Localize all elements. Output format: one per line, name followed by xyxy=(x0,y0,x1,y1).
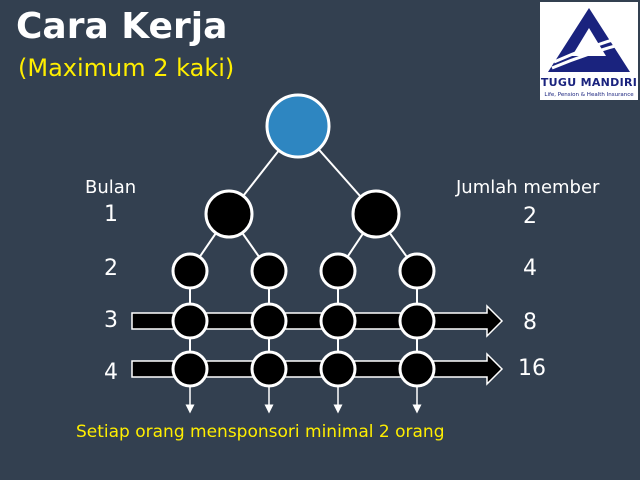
tree-connectors xyxy=(189,125,418,369)
level4-node xyxy=(398,350,436,388)
slide-title: Cara Kerja xyxy=(16,6,228,47)
level4-node xyxy=(319,350,357,388)
member-count: 16 xyxy=(518,356,546,381)
member-count: 8 xyxy=(523,310,537,335)
level1-node xyxy=(204,189,254,239)
footer-note: Setiap orang mensponsori minimal 2 orang xyxy=(76,422,445,442)
month-label: 2 xyxy=(104,256,118,281)
level1-node xyxy=(351,189,401,239)
logo-tagline: Life, Pension & Health Insurance xyxy=(544,92,634,98)
level2-node xyxy=(250,252,288,290)
month-label: 4 xyxy=(104,360,118,385)
logo-name: TUGU MANDIRI xyxy=(540,76,638,89)
tugu-mandiri-logo: TUGU MANDIRI Life, Pension & Health Insu… xyxy=(540,2,638,100)
level2-node xyxy=(319,252,357,290)
level2-node xyxy=(398,252,436,290)
downward-arrows xyxy=(185,386,422,414)
logo-mountain-icon xyxy=(548,8,631,72)
level3-node xyxy=(171,302,209,340)
month-column-header: Bulan xyxy=(85,177,137,198)
root-node xyxy=(265,93,331,159)
level4-node xyxy=(250,350,288,388)
slide-subtitle: (Maximum 2 kaki) xyxy=(18,54,235,82)
level3-node xyxy=(398,302,436,340)
member-count: 2 xyxy=(523,204,537,229)
member-count-header: Jumlah member xyxy=(456,177,600,198)
level3-node xyxy=(250,302,288,340)
member-count: 4 xyxy=(523,256,537,281)
level4-node xyxy=(171,350,209,388)
month-label: 1 xyxy=(104,202,118,227)
month-label: 3 xyxy=(104,308,118,333)
level3-node xyxy=(319,302,357,340)
level2-node xyxy=(171,252,209,290)
